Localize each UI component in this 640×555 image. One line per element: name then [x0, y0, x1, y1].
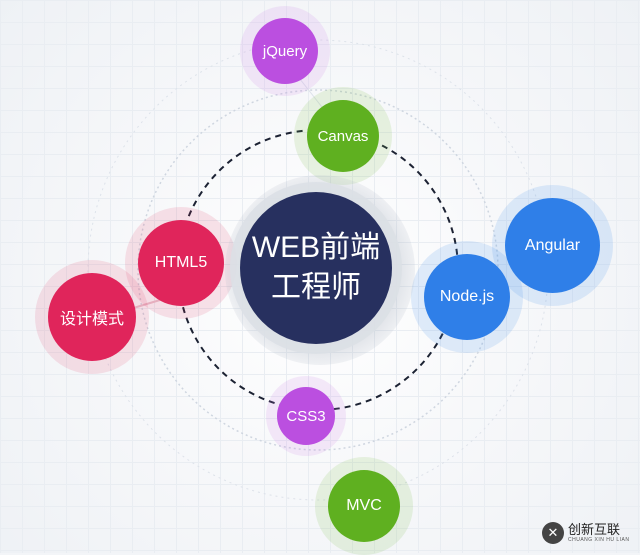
- node-html5: HTML5: [138, 220, 224, 306]
- node-canvas: Canvas: [307, 100, 379, 172]
- watermark-subtext: CHUANG XIN HU LIAN: [568, 537, 630, 543]
- watermark: ✕ 创新互联 CHUANG XIN HU LIAN: [542, 516, 638, 550]
- center-title-line1: WEB前端: [251, 231, 381, 264]
- chuangxin-logo-icon: ✕: [542, 522, 564, 544]
- watermark-text: 创新互联: [568, 522, 621, 537]
- node-design-patterns: 设计模式: [48, 273, 136, 361]
- node-css3: CSS3: [277, 387, 335, 445]
- node-jquery: jQuery: [252, 18, 318, 84]
- node-mvc: MVC: [328, 470, 400, 542]
- node-angular: Angular: [505, 198, 600, 293]
- center-title-line2: 工程师: [271, 271, 361, 304]
- center-node-web-frontend-engineer: WEB前端 工程师: [240, 192, 392, 344]
- node-nodejs: Node.js: [424, 254, 510, 340]
